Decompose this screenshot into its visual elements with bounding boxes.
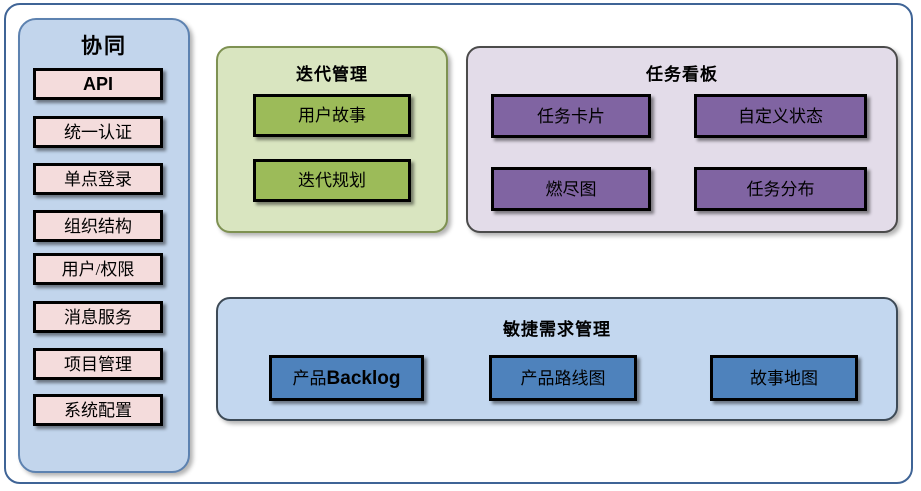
group-panel-iteration: 迭代管理 bbox=[216, 46, 448, 233]
node-task-distribution[interactable]: 任务分布 bbox=[694, 167, 867, 211]
node-org-structure[interactable]: 组织结构 bbox=[33, 210, 163, 242]
group-title-taskboard: 任务看板 bbox=[646, 65, 718, 84]
node-custom-status[interactable]: 自定义状态 bbox=[694, 94, 867, 138]
node-task-card[interactable]: 任务卡片 bbox=[491, 94, 651, 138]
group-title-collaboration: 协同 bbox=[81, 35, 127, 58]
group-title-agile-requirements: 敏捷需求管理 bbox=[503, 320, 611, 339]
node-story-map[interactable]: 故事地图 bbox=[710, 355, 858, 401]
node-message-service[interactable]: 消息服务 bbox=[33, 301, 163, 333]
node-iteration-planning[interactable]: 迭代规划 bbox=[253, 159, 411, 202]
node-single-sign-on[interactable]: 单点登录 bbox=[33, 163, 163, 195]
node-system-config[interactable]: 系统配置 bbox=[33, 394, 163, 426]
node-user-story[interactable]: 用户故事 bbox=[253, 94, 411, 137]
node-product-roadmap[interactable]: 产品路线图 bbox=[489, 355, 637, 401]
group-title-iteration: 迭代管理 bbox=[296, 65, 368, 84]
node-api[interactable]: API bbox=[33, 68, 163, 100]
outer-frame bbox=[4, 3, 913, 484]
node-project-management[interactable]: 项目管理 bbox=[33, 348, 163, 380]
node-product-backlog-latin: Backlog bbox=[326, 367, 401, 389]
node-user-permission[interactable]: 用户/权限 bbox=[33, 253, 163, 285]
node-burndown-chart[interactable]: 燃尽图 bbox=[491, 167, 651, 211]
node-product-backlog-cn: 产品 bbox=[292, 368, 327, 388]
node-unified-auth[interactable]: 统一认证 bbox=[33, 116, 163, 148]
